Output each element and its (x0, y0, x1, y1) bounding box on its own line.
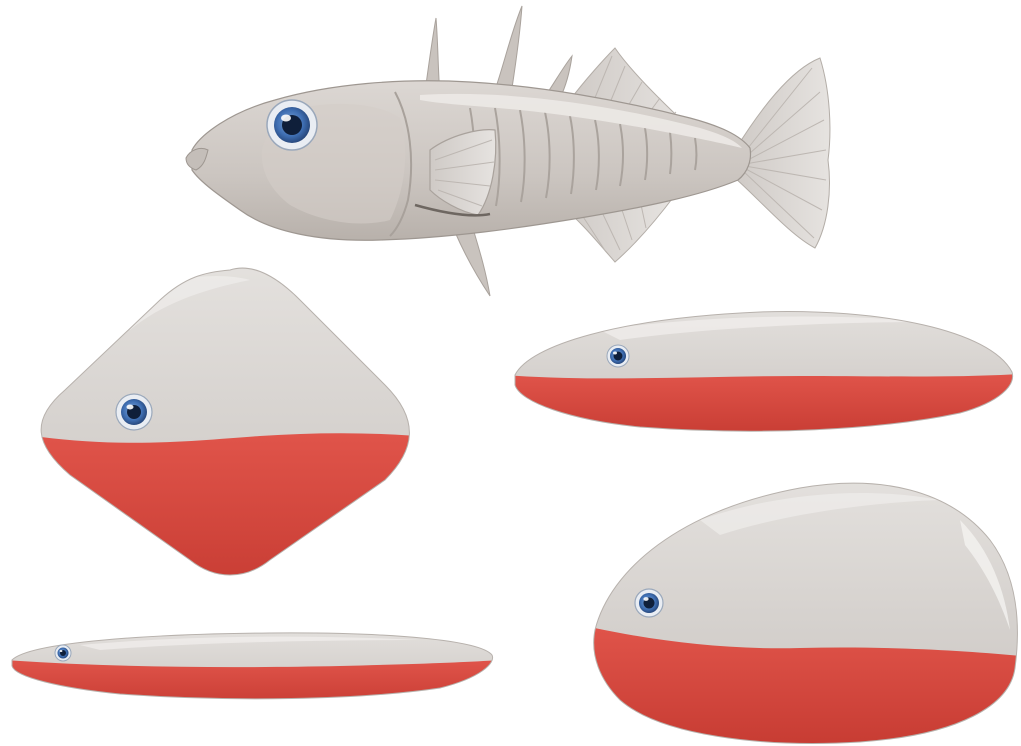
rounded-eye (635, 589, 663, 617)
fish-eye (267, 100, 317, 150)
rhombus-body-shape (20, 260, 440, 600)
dorsal-spine-2 (497, 6, 522, 88)
streamlined-eye (607, 345, 629, 367)
slender-eye (55, 645, 71, 661)
streamlined-body-shape (505, 300, 1020, 440)
rhombus-eye (116, 394, 152, 430)
pelvic-spine (455, 232, 490, 296)
slender-body-shape (5, 625, 500, 710)
stickleback-fish (186, 6, 830, 296)
rounded-body-shape (585, 470, 1021, 746)
